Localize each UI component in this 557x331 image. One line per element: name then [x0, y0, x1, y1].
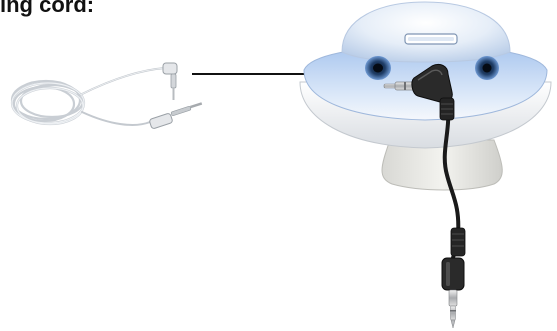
coiled-cord-icon	[12, 63, 202, 129]
